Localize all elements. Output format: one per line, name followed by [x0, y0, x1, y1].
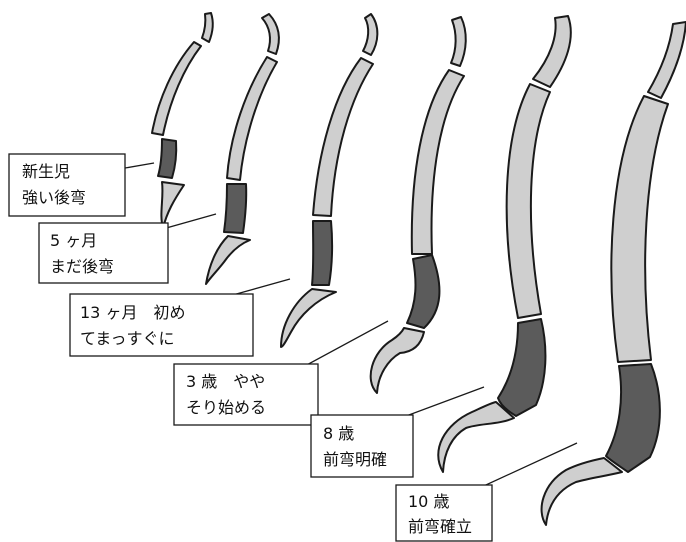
spine-13months-cervical: [362, 13, 379, 56]
spine-13months-sacrum: [280, 288, 337, 348]
spine-10years-thoracic: [610, 95, 669, 363]
spine-3years-sacrum: [369, 327, 425, 394]
spine-3years-lumbar: [406, 254, 441, 329]
spine-5months-sacrum: [205, 235, 251, 285]
label-13months: 13 ヶ月 初め てまっすぐに: [69, 293, 254, 357]
spine-13months-thoracic: [312, 57, 374, 217]
label-5months: 5 ヶ月 まだ後弯: [38, 222, 169, 284]
spine-newborn-sacrum: [160, 181, 185, 229]
spine-newborn-cervical: [201, 12, 214, 43]
label-newborn: 新生児 強い後弯: [8, 153, 126, 217]
label-3years-line2: そり始める: [186, 398, 266, 417]
label-8years-line2: 前弯明確: [323, 450, 387, 469]
spine-8years-thoracic: [505, 83, 551, 319]
label-5months-line1: 5 ヶ月: [50, 231, 97, 250]
label-13months-line1: 13 ヶ月 初め: [80, 303, 185, 322]
label-newborn-line1: 新生児: [22, 162, 70, 181]
label-13months-line2: てまっすぐに: [80, 329, 175, 348]
spine-3years: [369, 16, 467, 394]
spine-newborn-thoracic: [151, 41, 202, 136]
spine-5months-thoracic: [226, 56, 278, 181]
spine-8years-cervical: [532, 15, 572, 88]
spine-13months: [280, 13, 379, 348]
spine-10years-cervical: [647, 21, 686, 99]
leader-newborn: [124, 162, 155, 169]
spine-8years-lumbar: [497, 318, 547, 417]
spine-5months: [205, 13, 280, 285]
label-3years-line1: 3 歳 やや: [186, 372, 265, 391]
spine-newborn-lumbar: [157, 138, 178, 179]
spine-newborn: [151, 12, 214, 229]
label-8years: 8 歳 前弯明確: [310, 414, 414, 478]
spine-10years: [540, 21, 686, 526]
label-10years: 10 歳 前弯確立: [395, 484, 493, 542]
label-10years-line2: 前弯確立: [408, 517, 472, 536]
spine-3years-cervical: [450, 16, 467, 67]
label-10years-line1: 10 歳: [408, 492, 449, 511]
spine-10years-lumbar: [605, 363, 661, 473]
label-3years: 3 歳 やや そり始める: [173, 363, 319, 426]
spine-8years: [437, 15, 572, 473]
label-8years-line1: 8 歳: [323, 424, 354, 443]
spine-13months-lumbar: [311, 220, 334, 286]
label-newborn-line2: 強い後弯: [22, 188, 86, 207]
spine-10years-sacrum: [540, 457, 623, 526]
spine-5months-lumbar: [223, 183, 248, 234]
label-5months-line2: まだ後弯: [50, 257, 114, 276]
spine-5months-cervical: [261, 13, 280, 55]
spine-8years-sacrum: [437, 401, 515, 473]
spine-3years-thoracic: [410, 69, 465, 255]
